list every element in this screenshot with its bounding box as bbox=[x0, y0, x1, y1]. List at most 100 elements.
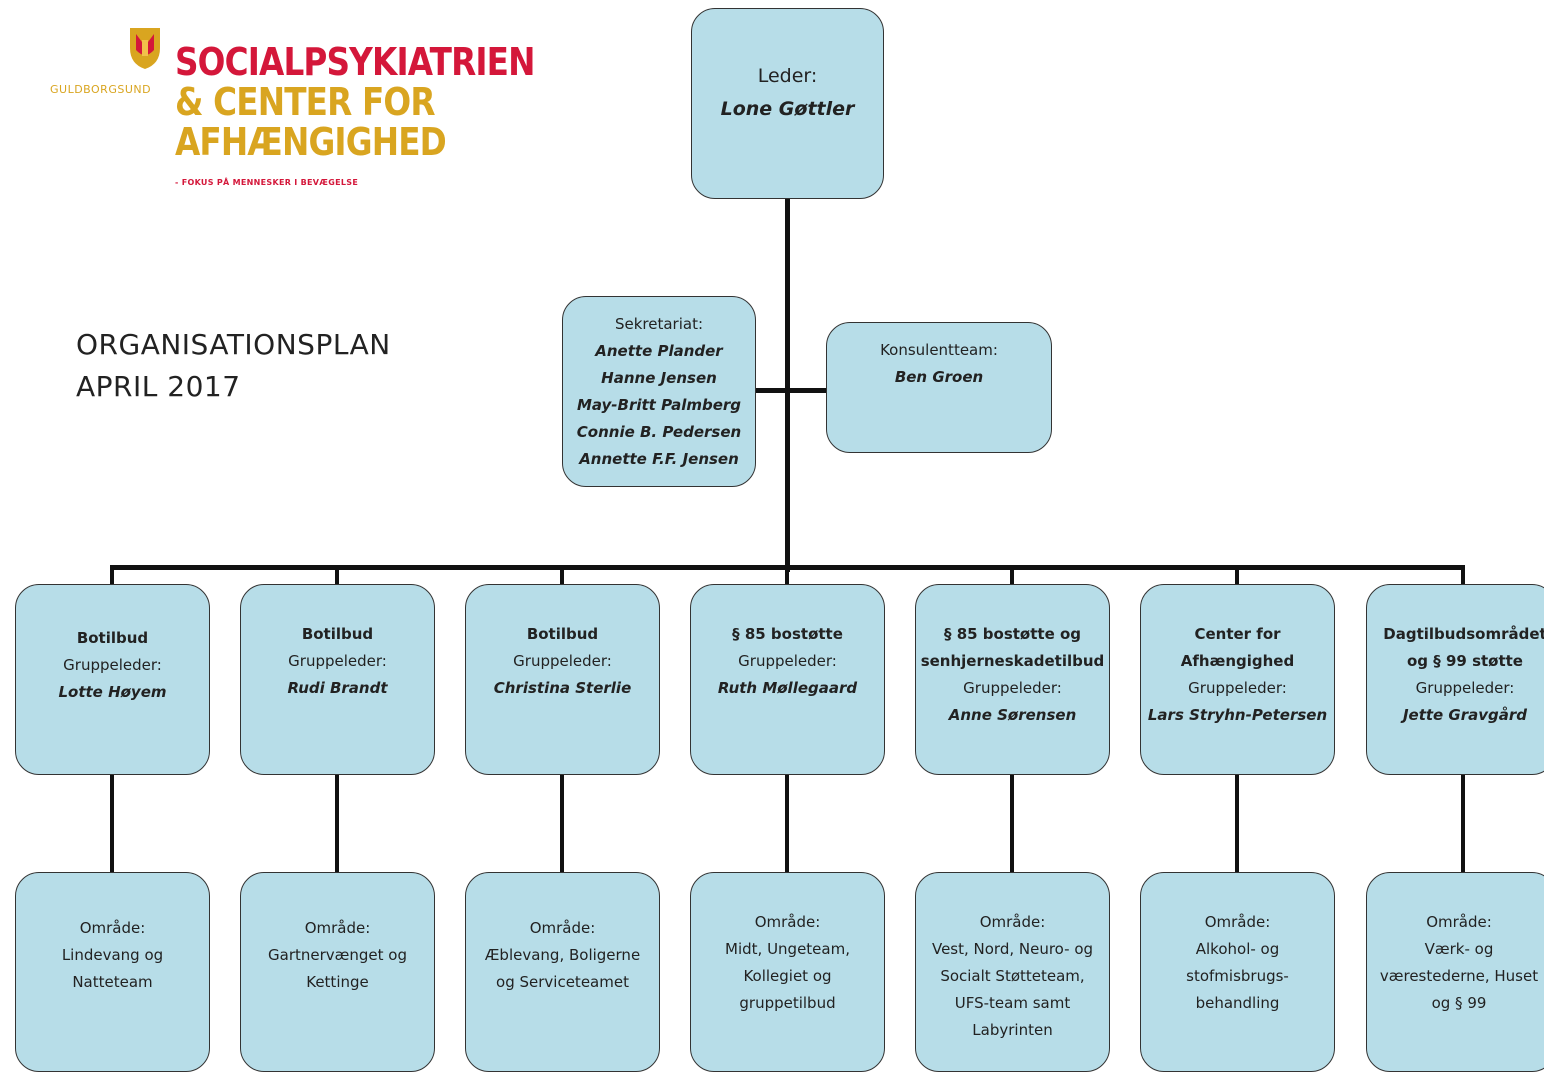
group-title: Botilbud bbox=[526, 625, 599, 643]
area-text: stofmisbrugs- bbox=[1186, 967, 1289, 985]
secretariat-name: May-Britt Palmberg bbox=[576, 395, 742, 414]
area-text: behandling bbox=[1195, 994, 1280, 1012]
area-text: Midt, Ungeteam, bbox=[725, 940, 850, 958]
area-text: Værk- og bbox=[1424, 940, 1494, 958]
group-title: Botilbud bbox=[301, 625, 374, 643]
area-text: og § 99 bbox=[1431, 994, 1487, 1012]
area-text: Alkohol- og bbox=[1195, 940, 1280, 958]
page-title-line-1: ORGANISATIONSPLAN bbox=[76, 328, 391, 361]
group-title: § 85 bostøtte og bbox=[943, 625, 1082, 643]
connector-group-7-top bbox=[1461, 565, 1465, 585]
connector-group-1-top bbox=[110, 565, 114, 585]
area-label: Område: bbox=[79, 919, 146, 937]
group-role: Gruppeleder: bbox=[1415, 679, 1515, 697]
connector-group-2-top bbox=[335, 565, 339, 585]
area-text: Kettinge bbox=[306, 973, 369, 991]
group-leader-name: Rudi Brandt bbox=[287, 679, 388, 697]
area-label: Område: bbox=[1204, 913, 1271, 931]
area-box-1: Område: Lindevang og Natteteam bbox=[15, 872, 210, 1072]
area-text: gruppetilbud bbox=[739, 994, 836, 1012]
area-box-7: Område: Værk- og værestederne, Huset og … bbox=[1366, 872, 1544, 1072]
group-box-paragraph-85-brain-injury: § 85 bostøtte og senhjerneskadetilbud Gr… bbox=[915, 584, 1110, 775]
group-box-center-for-afhaengighed: Center for Afhængighed Gruppeleder: Lars… bbox=[1140, 584, 1335, 775]
group-title: og § 99 støtte bbox=[1406, 652, 1523, 670]
group-box-botilbud-2: Botilbud Gruppeleder: Rudi Brandt bbox=[240, 584, 435, 775]
area-text: Natteteam bbox=[72, 973, 153, 991]
group-box-dagtilbud: Dagtilbudsområdet og § 99 støtte Gruppel… bbox=[1366, 584, 1544, 775]
logo-line-3: AFHÆNGIGHED bbox=[175, 120, 447, 164]
secretariat-label: Sekretariat: bbox=[614, 314, 704, 333]
group-leader-name: Ruth Møllegaard bbox=[717, 679, 858, 697]
group-title: Botilbud bbox=[76, 629, 149, 647]
area-text: og Serviceteamet bbox=[496, 973, 629, 991]
secretariat-name: Connie B. Pedersen bbox=[576, 422, 742, 441]
group-role: Gruppeleder: bbox=[738, 652, 837, 670]
consultant-team-name: Ben Groen bbox=[894, 368, 984, 386]
connector-group-4-bottom bbox=[785, 775, 789, 872]
group-leader-name: Christina Sterlie bbox=[493, 679, 632, 697]
connector-group-1-bottom bbox=[110, 775, 114, 872]
page-title: ORGANISATIONSPLAN APRIL 2017 bbox=[76, 324, 391, 408]
group-box-paragraph-85: § 85 bostøtte Gruppeleder: Ruth Møllegaa… bbox=[690, 584, 885, 775]
group-leader-name: Lars Stryhn-Petersen bbox=[1147, 706, 1328, 724]
group-leader-name: Anne Sørensen bbox=[948, 706, 1077, 724]
group-title: § 85 bostøtte bbox=[732, 625, 843, 643]
group-title: Center for bbox=[1194, 625, 1281, 643]
area-text: Labyrinten bbox=[972, 1021, 1053, 1039]
consultant-team-label: Konsulentteam: bbox=[880, 341, 998, 359]
area-text: Vest, Nord, Neuro- og bbox=[931, 940, 1094, 958]
area-text: Socialt Støtteteam, bbox=[940, 967, 1085, 985]
connector-group-2-bottom bbox=[335, 775, 339, 872]
connector-staff-horizontal bbox=[754, 388, 828, 393]
consultant-team-box: Konsulentteam: Ben Groen bbox=[826, 322, 1052, 453]
municipality-crest-icon bbox=[130, 28, 160, 69]
leader-label: Leder: bbox=[757, 64, 818, 87]
secretariat-name: Annette F.F. Jensen bbox=[579, 449, 739, 468]
area-label: Område: bbox=[754, 913, 821, 931]
logo-line-1: SOCIALPSYKIATRIEN bbox=[175, 40, 536, 84]
area-box-2: Område: Gartnervænget og Kettinge bbox=[240, 872, 435, 1072]
group-title: Dagtilbudsområdet bbox=[1383, 625, 1544, 643]
area-box-6: Område: Alkohol- og stofmisbrugs- behand… bbox=[1140, 872, 1335, 1072]
connector-group-4-top bbox=[785, 565, 789, 585]
area-label: Område: bbox=[1426, 913, 1492, 931]
secretariat-name: Hanne Jensen bbox=[601, 368, 717, 387]
area-text: UFS-team samt bbox=[954, 994, 1071, 1012]
leader-name: Lone Gøttler bbox=[720, 97, 855, 120]
area-box-5: Område: Vest, Nord, Neuro- og Socialt St… bbox=[915, 872, 1110, 1072]
group-role: Gruppeleder: bbox=[513, 652, 612, 670]
connector-group-3-bottom bbox=[560, 775, 564, 872]
connector-group-6-top bbox=[1235, 565, 1239, 585]
connector-group-5-bottom bbox=[1010, 775, 1014, 872]
area-label: Område: bbox=[529, 919, 596, 937]
area-box-4: Område: Midt, Ungeteam, Kollegiet og gru… bbox=[690, 872, 885, 1072]
group-role: Gruppeleder: bbox=[63, 656, 162, 674]
area-text: Lindevang og bbox=[61, 946, 164, 964]
area-label: Område: bbox=[304, 919, 371, 937]
connector-group-5-top bbox=[1010, 565, 1014, 585]
group-role: Gruppeleder: bbox=[288, 652, 387, 670]
secretariat-name: Anette Plander bbox=[595, 341, 723, 360]
area-box-3: Område: Æblevang, Boligerne og Servicete… bbox=[465, 872, 660, 1072]
connector-group-6-bottom bbox=[1235, 775, 1239, 872]
logo-tagline: - FOKUS PÅ MENNESKER I BEVÆGELSE bbox=[175, 178, 359, 187]
connector-group-7-bottom bbox=[1461, 775, 1465, 872]
group-box-botilbud-3: Botilbud Gruppeleder: Christina Sterlie bbox=[465, 584, 660, 775]
logo-municipality-text: GULDBORGSUND bbox=[50, 83, 152, 96]
connector-leader-vertical bbox=[785, 198, 790, 572]
group-leader-name: Jette Gravgård bbox=[1402, 706, 1528, 724]
connector-group-3-top bbox=[560, 565, 564, 585]
area-label: Område: bbox=[979, 913, 1046, 931]
page-title-line-2: APRIL 2017 bbox=[76, 370, 241, 403]
group-box-botilbud-1: Botilbud Gruppeleder: Lotte Høyem bbox=[15, 584, 210, 775]
area-text: Kollegiet og bbox=[743, 967, 832, 985]
group-title: senhjerneskadetilbud bbox=[920, 652, 1105, 670]
group-leader-name: Lotte Høyem bbox=[58, 683, 167, 701]
logo-line-2: & CENTER FOR bbox=[175, 80, 436, 124]
area-text: Æblevang, Boligerne bbox=[484, 946, 641, 964]
area-text: værestederne, Huset bbox=[1379, 967, 1539, 985]
leader-box: Leder: Lone Gøttler bbox=[691, 8, 884, 199]
group-title: Afhængighed bbox=[1180, 652, 1295, 670]
group-role: Gruppeleder: bbox=[1188, 679, 1287, 697]
area-text: Gartnervænget og bbox=[268, 946, 407, 964]
